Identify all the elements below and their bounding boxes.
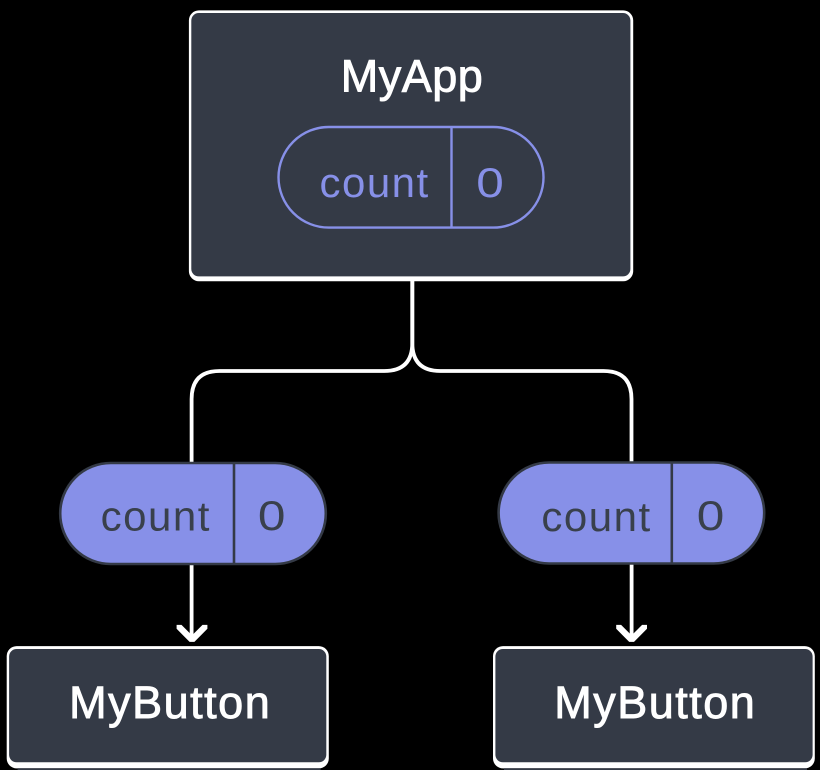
svg-text:count: count [541,493,651,540]
svg-text:count: count [319,159,429,206]
svg-text:MyApp: MyApp [341,51,484,102]
svg-text:MyButton: MyButton [69,677,271,728]
svg-text:0: 0 [258,492,286,540]
svg-text:MyButton: MyButton [554,677,756,728]
svg-text:0: 0 [476,159,504,207]
svg-text:0: 0 [697,492,725,540]
svg-text:count: count [101,493,211,540]
